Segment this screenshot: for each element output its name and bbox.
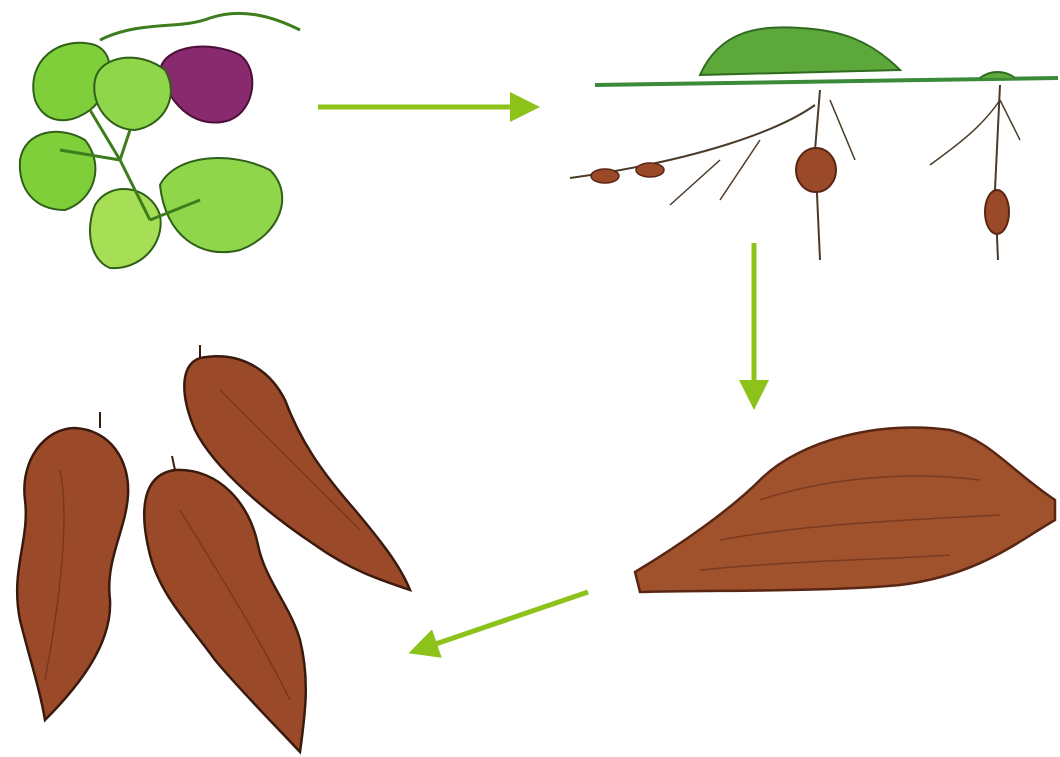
plant-roots-icon [570, 27, 1058, 260]
arrow-tuber-to-harvest [418, 592, 588, 650]
sweet-potato-tuber-icon [635, 427, 1055, 592]
sweet-potato-vine-icon [20, 13, 300, 268]
sweet-potato-group-icon [17, 345, 410, 752]
